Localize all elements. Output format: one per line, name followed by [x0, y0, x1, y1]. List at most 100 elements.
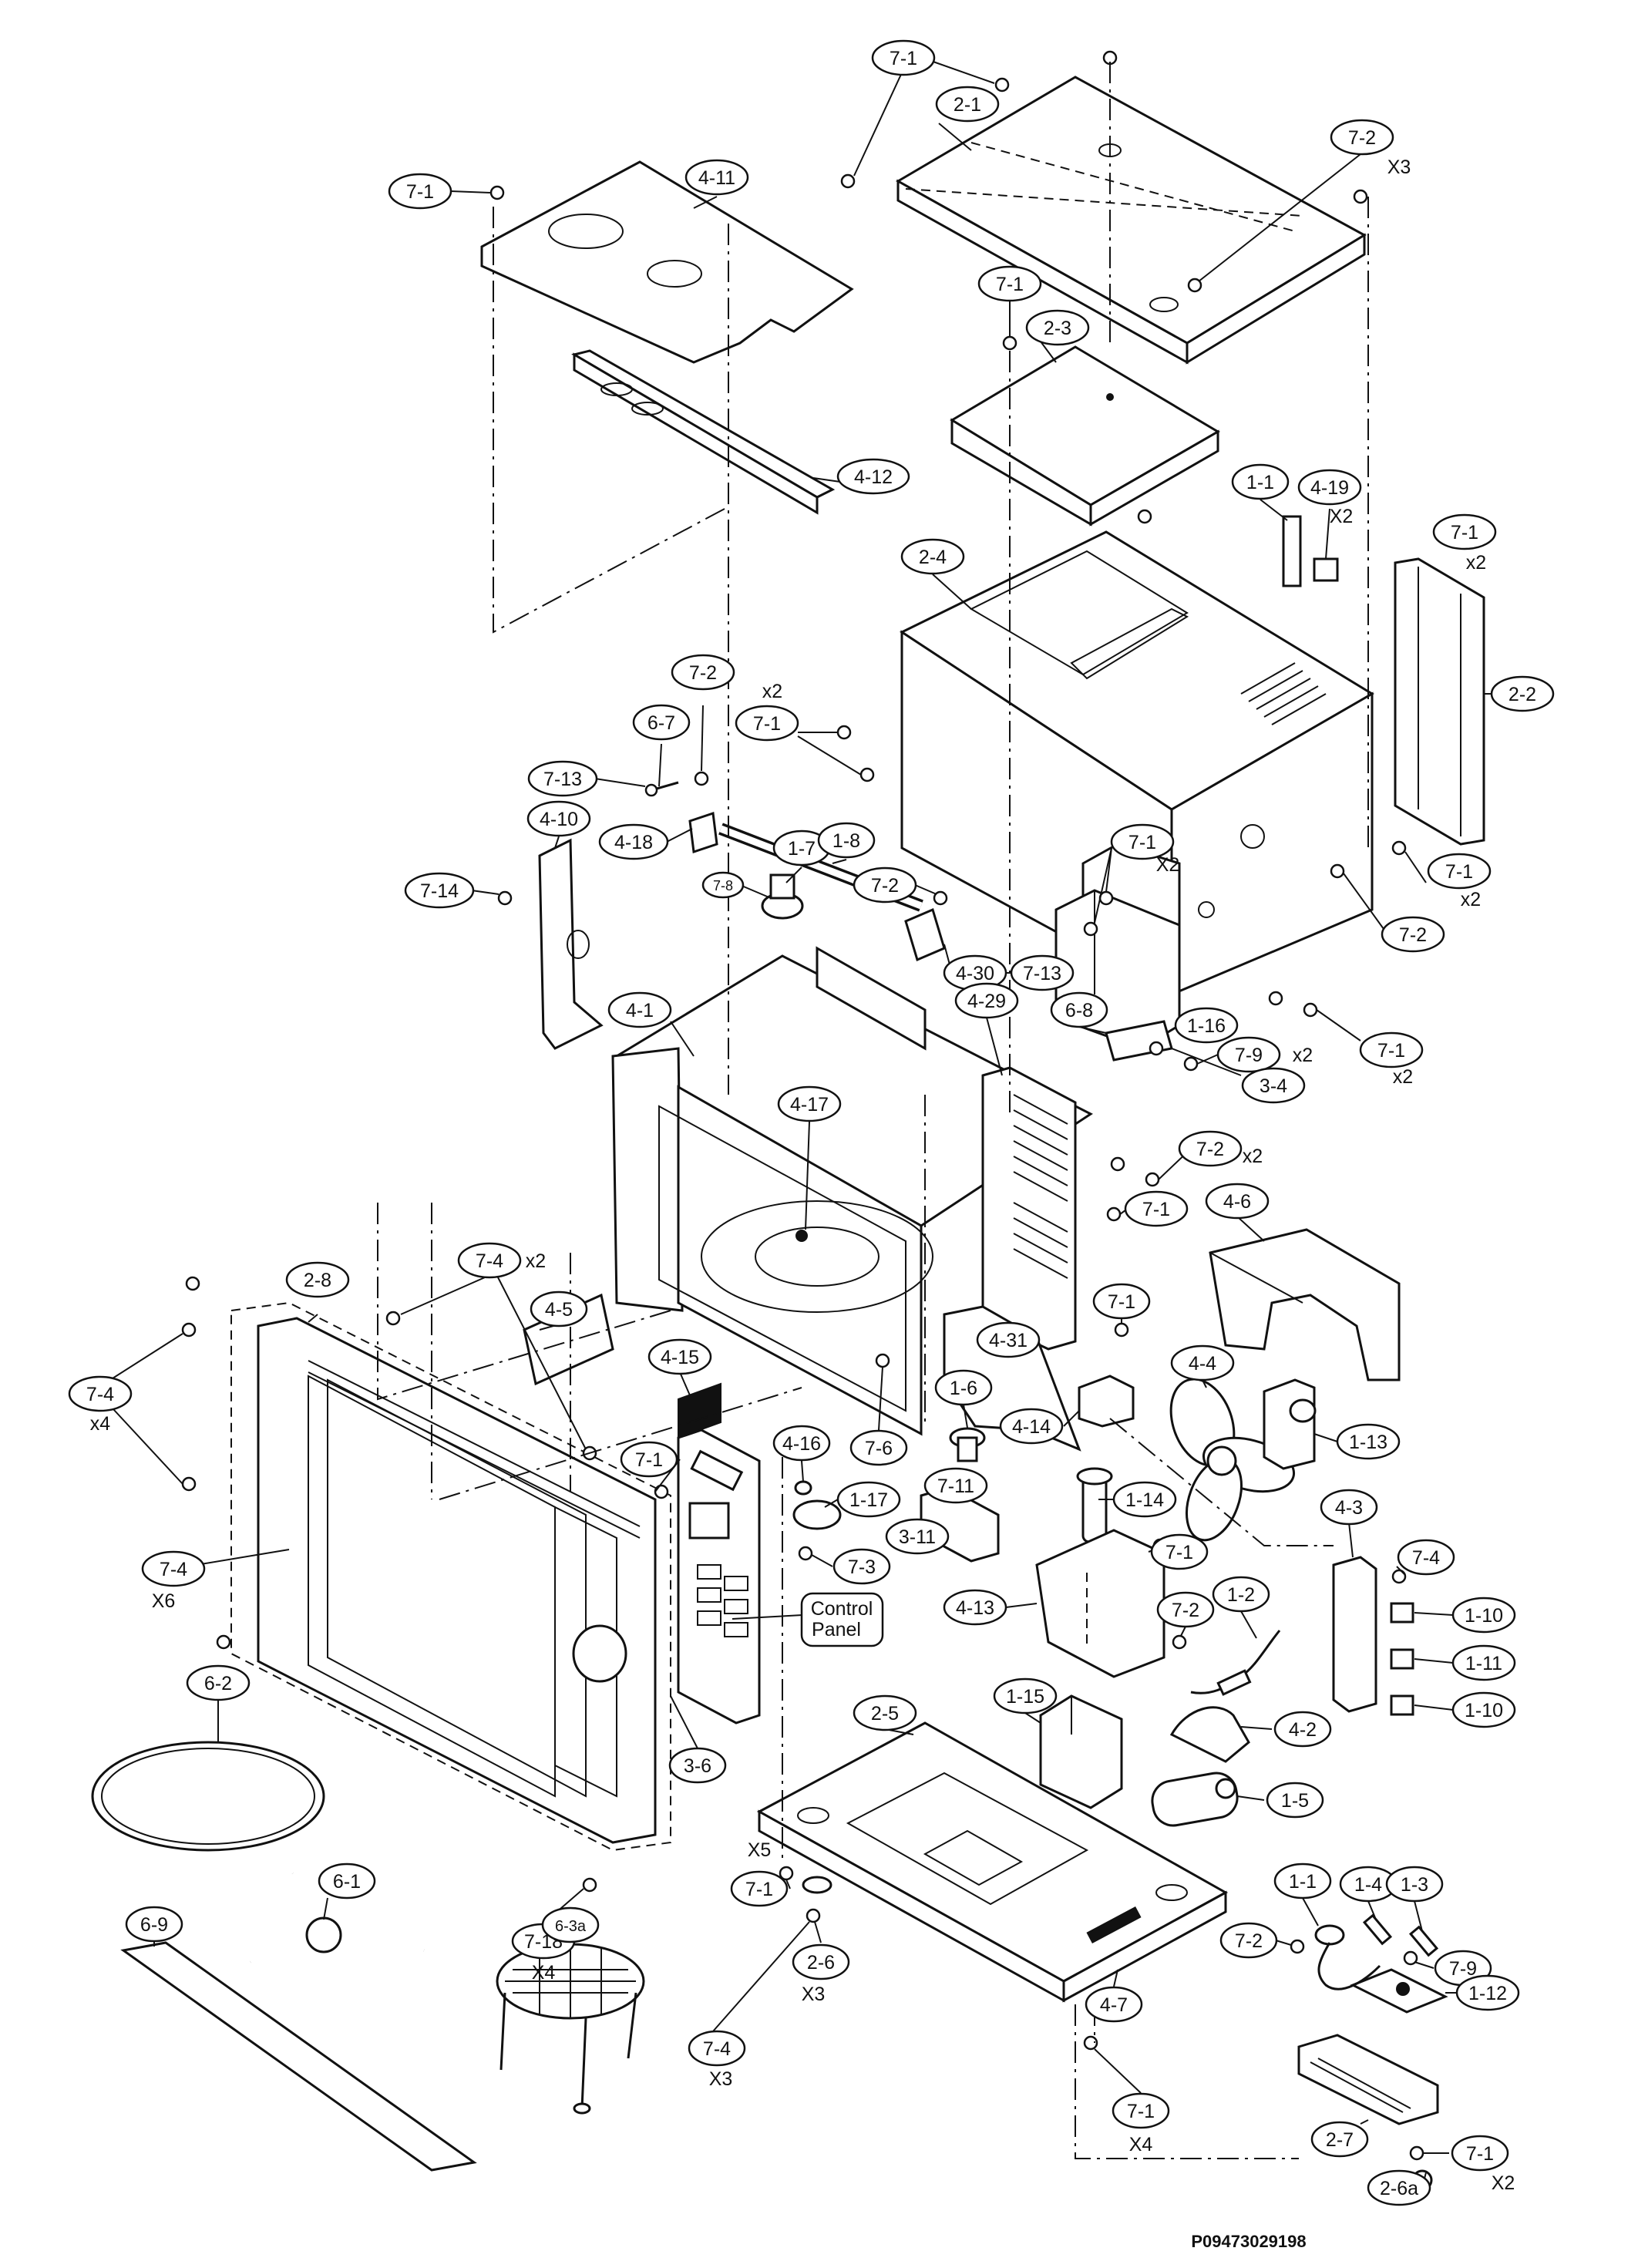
callout-bubble: 7-1	[1092, 1283, 1151, 1320]
callout-label: 1-13	[1349, 1432, 1387, 1453]
callout-label: 4-31	[989, 1330, 1028, 1351]
callout-quantity: x2	[526, 1250, 546, 1272]
callout-label: 3-11	[899, 1526, 936, 1548]
fan-motor	[1263, 1378, 1317, 1470]
callout-bubble: 4-14	[999, 1408, 1064, 1445]
callout-label: 1-11	[1465, 1653, 1502, 1674]
turntable-motor	[792, 1480, 842, 1530]
upper-plate	[480, 160, 854, 364]
callout-bubble: 7-1	[620, 1441, 678, 1478]
callout-label: 7-14	[420, 880, 459, 902]
callout-bubble: 1-8	[817, 822, 876, 859]
control-panel-label-line1: Control	[811, 1598, 873, 1620]
callout-label: 7-1	[406, 181, 434, 203]
callout-bubble: 2-5	[853, 1694, 917, 1731]
callout-bubble: 1-5	[1266, 1782, 1324, 1819]
callout-label: 1-2	[1227, 1584, 1255, 1606]
callout-bubble: 1-1	[1231, 463, 1290, 500]
callout-bubble: 7-4	[68, 1375, 133, 1412]
callout-label: 2-8	[304, 1270, 331, 1291]
callout-bubble: 7-14	[404, 872, 475, 909]
callout-label: 7-1	[1127, 2101, 1155, 2122]
callout-label: 4-12	[854, 466, 893, 488]
callout-label: 1-15	[1006, 1686, 1044, 1708]
callout-bubble: 4-12	[836, 458, 910, 495]
callout-label: 1-6	[950, 1378, 977, 1399]
foot-2-6	[802, 1876, 832, 1894]
callout-label: 7-9	[1235, 1045, 1263, 1066]
callout-quantity: X2	[1156, 854, 1180, 876]
callouts-layer: 7-1 2-1 7-2 X3 7-1 4-11 7-1 2-3 4-12 1-1…	[68, 39, 1555, 2206]
callout-bubble: 2-3	[1025, 309, 1090, 346]
callout-bubble: 4-13	[943, 1589, 1007, 1626]
callout-bubble: 7-3	[832, 1548, 891, 1585]
callout-bubble: 1-7	[772, 829, 831, 866]
callout-bubble: 4-19	[1297, 469, 1362, 506]
callout-bubble: 1-16	[1174, 1007, 1239, 1044]
callout-bubble: 7-9	[1216, 1036, 1281, 1073]
callout-bubble: 4-11	[684, 159, 749, 196]
callout-bubble: 7-6	[849, 1429, 908, 1466]
chassis-bracket	[1297, 2034, 1439, 2125]
callout-bubble: 7-2	[853, 866, 917, 903]
callout-quantity: x2	[762, 681, 782, 702]
callout-label: 6-8	[1065, 1000, 1093, 1021]
callout-label: 7-6	[865, 1438, 893, 1459]
callout-quantity: X4	[532, 1962, 556, 1984]
callout-bubble: 6-8	[1050, 991, 1108, 1028]
callout-quantity: X3	[1387, 156, 1411, 178]
callout-quantity: x4	[90, 1413, 111, 1435]
callout-quantity: X2	[1492, 2172, 1515, 2194]
callout-bubble: 7-1	[977, 265, 1042, 302]
callout-label: 4-15	[661, 1347, 699, 1368]
callout-bubble: 1-10	[1451, 1691, 1516, 1728]
capacitor	[1151, 1772, 1239, 1827]
callout-label: 4-30	[956, 963, 994, 984]
callout-label: 7-3	[848, 1556, 876, 1578]
callout-label: 4-11	[698, 167, 735, 189]
turntable-coupler	[249, 1872, 425, 1965]
callout-label: 4-10	[540, 809, 578, 830]
callout-bubble: 4-29	[954, 982, 1019, 1019]
callout-label: 7-1	[1165, 1542, 1193, 1563]
callout-bubble: 1-1	[1273, 1863, 1332, 1900]
callout-bubble: 4-17	[777, 1085, 842, 1122]
callout-bubble: 2-1	[935, 86, 1000, 123]
callout-label: 6-7	[647, 712, 675, 734]
callout-label: 7-2	[1348, 127, 1376, 149]
callout-label: 6-3a	[555, 1918, 587, 1935]
control-knob	[572, 1624, 627, 1683]
diagram-code: P09473029198	[1191, 2232, 1306, 2251]
callout-bubble: 1-3	[1385, 1866, 1444, 1903]
callout-label: 4-3	[1335, 1497, 1363, 1519]
callout-bubble: 7-1	[1451, 2135, 1509, 2172]
callout-bubble: 4-3	[1320, 1489, 1378, 1526]
callout-bubble: 1-17	[836, 1481, 901, 1518]
callout-bubble: 2-8	[285, 1261, 350, 1298]
callout-bubble: 6-2	[186, 1664, 251, 1701]
callout-bubble: 6-9	[125, 1906, 183, 1943]
callout-label: 7-1	[753, 713, 781, 735]
callout-bubble: 7-4	[688, 2030, 746, 2067]
block-4-14	[1078, 1375, 1135, 1428]
callout-label: 7-13	[1023, 963, 1061, 984]
callout-quantity: x2	[1466, 552, 1486, 574]
fuse-holder	[1076, 1467, 1113, 1543]
callout-label: 7-4	[476, 1250, 503, 1272]
switch-bottom	[1314, 1913, 1439, 1990]
callout-label: 2-3	[1044, 318, 1071, 339]
callout-label: 1-10	[1465, 1700, 1503, 1721]
callout-label: 1-17	[849, 1489, 888, 1511]
callout-label: 1-14	[1125, 1489, 1164, 1511]
callout-label: 7-2	[1196, 1139, 1224, 1160]
callout-label: 2-6a	[1380, 2178, 1418, 2199]
callout-label: 1-10	[1465, 1605, 1503, 1627]
callout-bubble: 2-2	[1490, 675, 1555, 712]
callout-label: 7-4	[86, 1384, 114, 1405]
fan-duct-4-6	[1209, 1228, 1401, 1381]
callout-label: 7-1	[1451, 522, 1478, 543]
callout-label: 4-13	[956, 1597, 994, 1619]
callout-quantity: x2	[1243, 1146, 1263, 1167]
callout-bubble: 7-2	[1178, 1130, 1243, 1167]
